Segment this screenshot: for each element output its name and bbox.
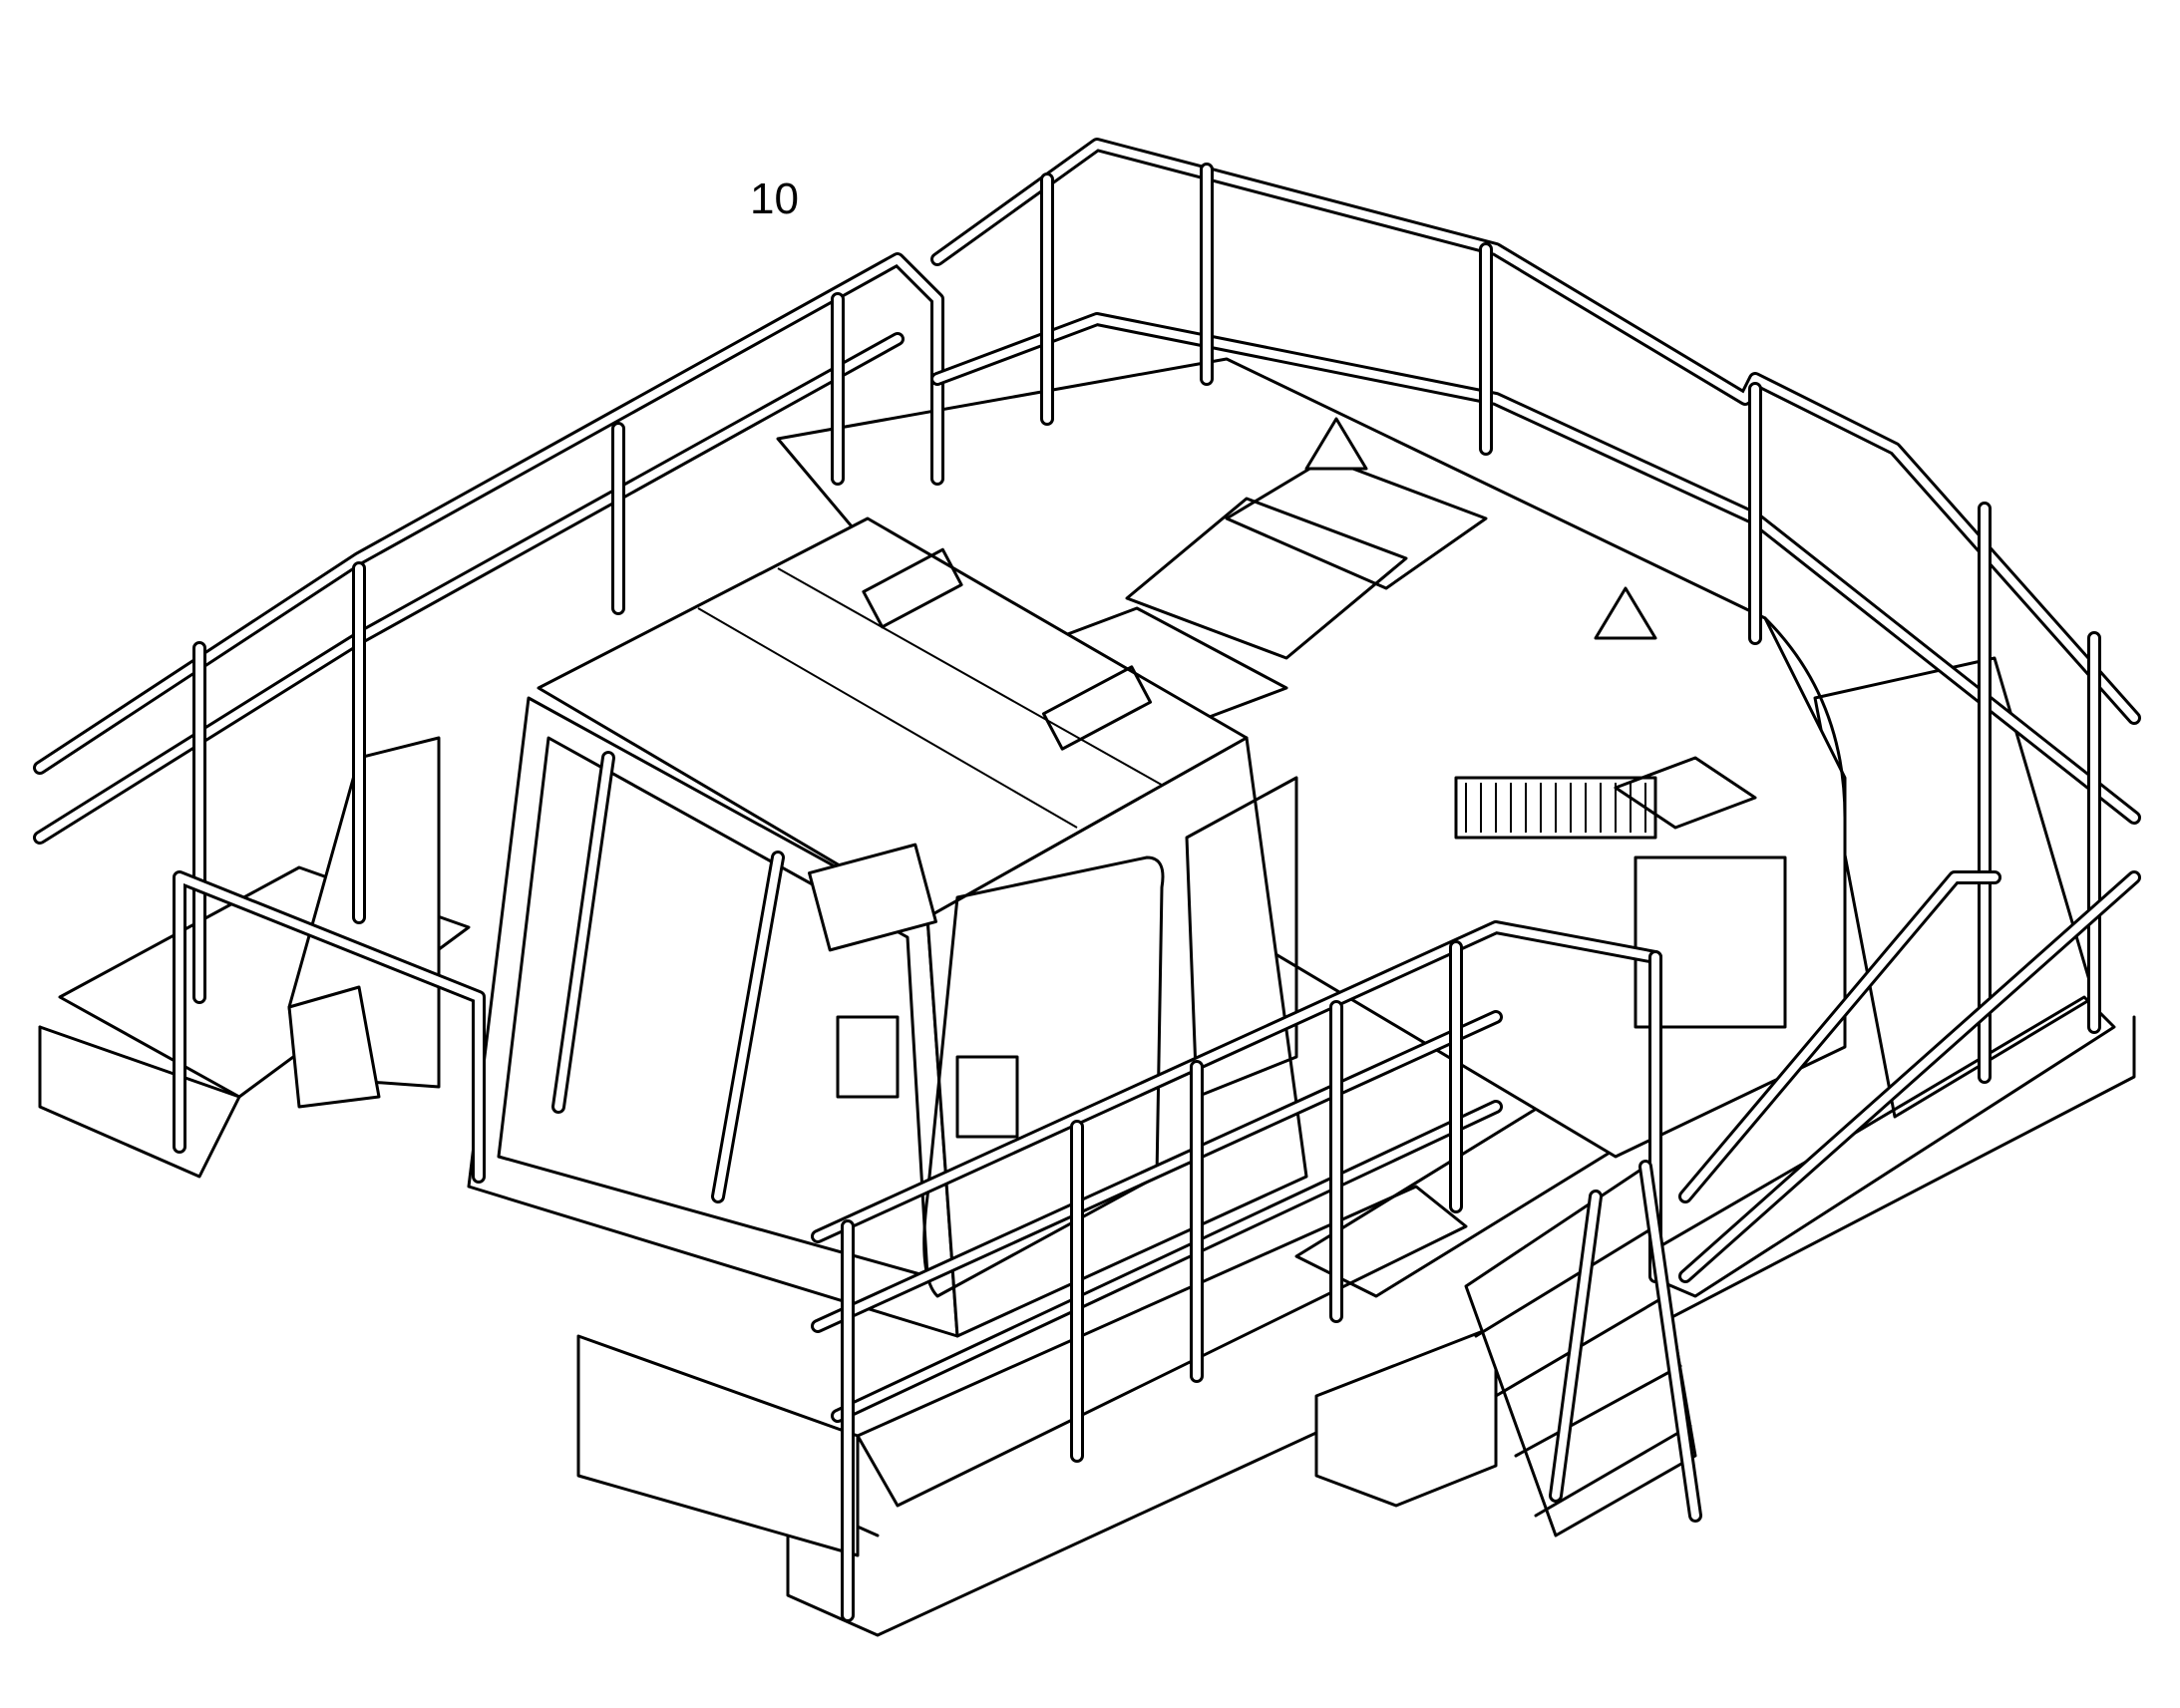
side-louvers (1454, 776, 1657, 840)
cab-door-window (922, 855, 1165, 1298)
base-block (576, 1324, 1498, 1557)
guardrails (33, 138, 2141, 1622)
side-mirror (955, 1055, 1019, 1139)
callout-label: 10 (750, 174, 799, 223)
work-lamp (808, 843, 937, 952)
lifting-eye-left (1304, 417, 1368, 471)
side-lamp (836, 1015, 900, 1099)
hood-grille-left (1125, 497, 1408, 660)
cab-side (925, 736, 1308, 1338)
engine-hood (776, 357, 1847, 1159)
operator-cab (287, 516, 1308, 1338)
hood-grille-right (1225, 457, 1488, 590)
lifting-eye-right (1594, 586, 1657, 640)
